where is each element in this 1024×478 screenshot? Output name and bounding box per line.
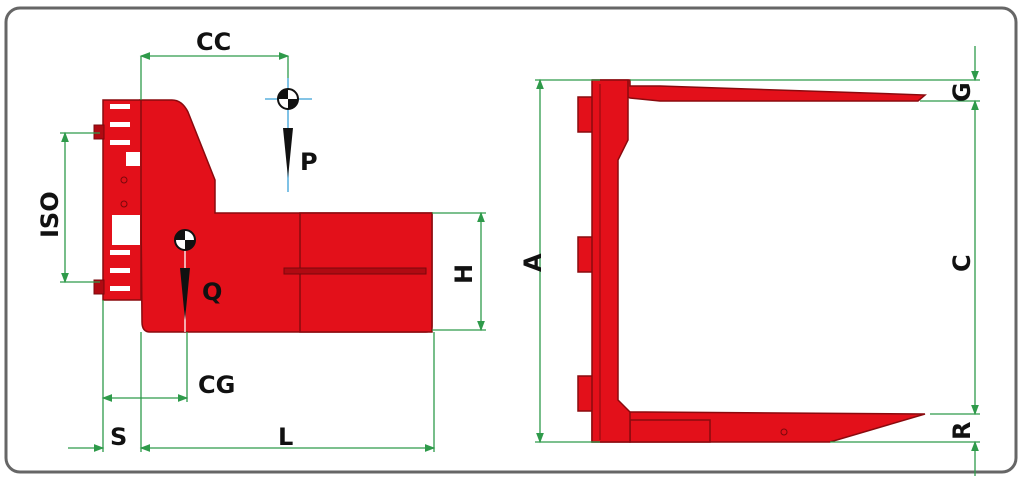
- arm-slot: [283, 267, 427, 275]
- hook-bottom: [93, 279, 105, 295]
- label-c: C: [948, 254, 976, 272]
- label-h: H: [450, 264, 478, 284]
- upper-arm: [591, 79, 927, 102]
- label-q: Q: [202, 278, 222, 306]
- load-center-symbol-p: [265, 78, 312, 192]
- label-r: R: [948, 422, 976, 440]
- mast: [591, 79, 631, 443]
- side-view: CC P ISO Q H CG S L: [36, 28, 486, 452]
- label-l: L: [278, 423, 293, 451]
- label-cg: CG: [198, 371, 235, 399]
- carriage: [102, 99, 142, 301]
- label-cc: CC: [196, 28, 231, 56]
- frame: [4, 6, 1018, 474]
- label-a: A: [519, 253, 547, 272]
- label-s: S: [110, 423, 127, 451]
- front-view: A G C R: [519, 46, 980, 476]
- hook-top: [93, 124, 105, 140]
- label-iso: ISO: [36, 191, 64, 238]
- front-dimension-lines: [535, 46, 980, 476]
- bearings: [110, 104, 140, 291]
- label-g: G: [948, 82, 976, 102]
- lower-arm-plate: [629, 419, 711, 443]
- side-dimension-lines: [60, 52, 486, 452]
- center-of-gravity-symbol-q: [174, 229, 196, 332]
- label-p: P: [300, 148, 318, 176]
